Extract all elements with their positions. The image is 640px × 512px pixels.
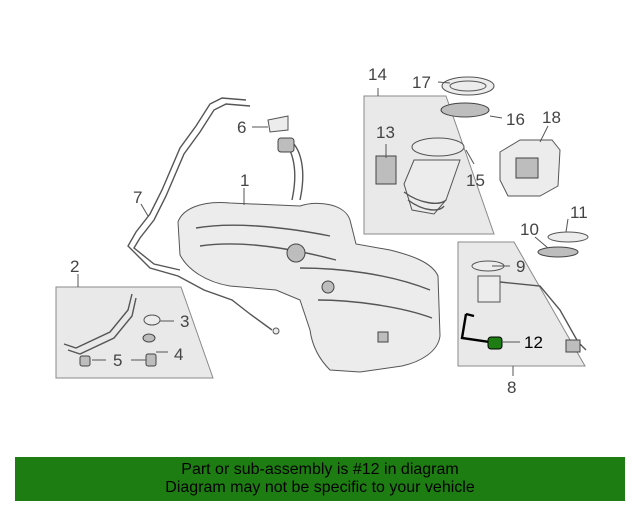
seal-11: [547, 231, 589, 243]
pump-housing: [499, 139, 561, 197]
leader-lines: [77, 81, 569, 376]
banner-line-2: Diagram may not be specific to your vehi…: [165, 479, 475, 496]
bolt-5a: [79, 355, 91, 367]
bracket-2: [63, 293, 137, 355]
callout-12: 12: [524, 333, 543, 352]
group-box-2: [55, 286, 214, 379]
clip-4: [142, 333, 156, 343]
callout-8: 8: [507, 378, 516, 397]
info-banner: Part or sub-assembly is #12 in diagram D…: [15, 457, 625, 501]
grommet-3: [143, 314, 161, 326]
callout-4: 4: [174, 345, 183, 364]
callout-11: 11: [570, 203, 588, 222]
filler-hose: [267, 115, 304, 201]
fuel-line: [127, 97, 280, 335]
pump-module: [375, 137, 465, 215]
callout-1: 1: [240, 171, 249, 190]
callout-10: 10: [520, 220, 539, 239]
seal-ring: [440, 102, 490, 118]
callout-14: 14: [368, 65, 387, 84]
callout-9: 9: [516, 257, 525, 276]
group-box-8: [457, 241, 586, 367]
gasket-10: [537, 246, 579, 258]
wire-harness-part-12: [460, 312, 503, 350]
callout-3: 3: [180, 312, 189, 331]
lock-ring: [441, 76, 495, 96]
callout-16: 16: [506, 110, 525, 129]
callout-15: 15: [466, 171, 485, 190]
fuel-tank: [177, 201, 441, 373]
callout-5: 5: [113, 351, 122, 370]
callout-13: 13: [376, 123, 395, 142]
callout-6: 6: [237, 118, 246, 137]
callout-7: 7: [133, 188, 142, 207]
bolt-5b: [145, 353, 157, 367]
callout-18: 18: [542, 108, 561, 127]
banner-line-1: Part or sub-assembly is #12 in diagram: [181, 461, 459, 478]
callout-17: 17: [412, 73, 431, 92]
callout-2: 2: [70, 257, 79, 276]
